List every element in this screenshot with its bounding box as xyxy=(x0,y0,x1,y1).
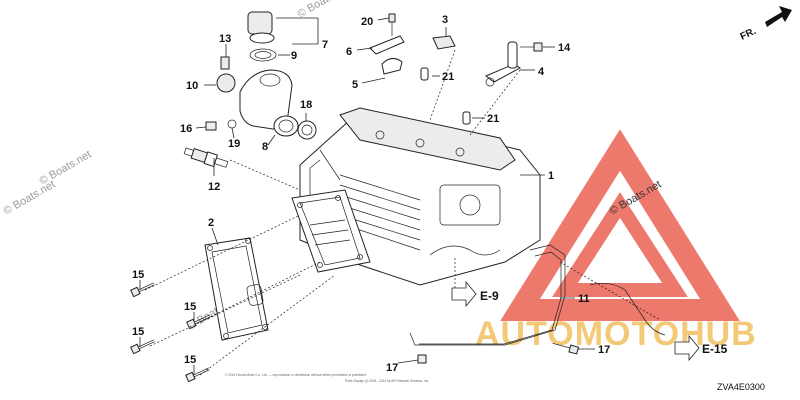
reference-e15-label: E-15 xyxy=(702,342,728,356)
callout-18: 18 xyxy=(300,99,312,111)
callout-numbers: 1 2 3 4 5 6 7 8 9 10 11 12 13 14 15 15 1… xyxy=(132,14,610,374)
reference-e9: E-9 xyxy=(451,280,499,308)
dowel-pins xyxy=(420,67,471,125)
callout-11: 11 xyxy=(578,293,590,305)
valve-cover xyxy=(204,237,269,341)
cable-path xyxy=(589,283,666,336)
callout-15d: 15 xyxy=(184,354,196,366)
brand-logo-text: AUTOMOTOHUB xyxy=(475,315,757,353)
copyright-line-2: Parts Display (c) 2004 - 2014 by ARI Net… xyxy=(345,379,429,383)
watermark-mid: © Boats.net xyxy=(38,148,94,187)
callout-5: 5 xyxy=(352,79,358,91)
callout-21a: 21 xyxy=(442,71,454,83)
callout-19: 19 xyxy=(228,138,240,150)
callout-6: 6 xyxy=(346,46,352,58)
spark-plug xyxy=(183,147,229,168)
callout-15a: 15 xyxy=(132,269,144,281)
callout-8: 8 xyxy=(262,141,268,153)
cylinder-head-block xyxy=(291,107,541,286)
callout-4: 4 xyxy=(538,66,545,78)
callout-16: 16 xyxy=(180,123,192,135)
brand-logo: AUTOMOTOHUB xyxy=(475,129,757,353)
reference-e15: E-15 xyxy=(674,334,728,362)
intake-insulator xyxy=(216,56,236,93)
callout-7: 7 xyxy=(322,39,328,51)
leader-lines xyxy=(139,17,661,376)
callout-1: 1 xyxy=(548,170,554,182)
callout-15c: 15 xyxy=(132,326,144,338)
thermostat-housing xyxy=(239,69,317,140)
watermark-top: © Boats.net xyxy=(296,0,352,21)
callout-3: 3 xyxy=(442,14,448,26)
callout-12: 12 xyxy=(208,181,220,193)
block-3 xyxy=(432,35,456,50)
bolts-15 xyxy=(130,282,211,383)
front-direction-arrow: FR. xyxy=(739,6,792,43)
front-direction-label: FR. xyxy=(739,26,758,43)
bolt-17 xyxy=(552,343,580,355)
small-bolt-16 xyxy=(205,119,237,131)
callout-17a: 17 xyxy=(386,362,398,374)
callout-2: 2 xyxy=(208,217,214,229)
callout-21b: 21 xyxy=(487,113,499,125)
fill-cap xyxy=(247,11,277,62)
drawing-code: ZVA4E0300 xyxy=(717,382,765,392)
arm-4 xyxy=(485,41,543,87)
control-bracket xyxy=(369,13,405,75)
reference-e9-label: E-9 xyxy=(480,289,499,303)
callout-15b: 15 xyxy=(184,301,196,313)
callout-10: 10 xyxy=(186,80,198,92)
callout-13: 13 xyxy=(219,33,231,45)
callout-9: 9 xyxy=(291,50,297,62)
callout-14: 14 xyxy=(558,42,571,54)
callout-20: 20 xyxy=(361,16,373,28)
callout-17b: 17 xyxy=(598,344,610,356)
copyright-line-1: © 2014 Honda Motor Co., Ltd. — reproduct… xyxy=(225,373,366,377)
